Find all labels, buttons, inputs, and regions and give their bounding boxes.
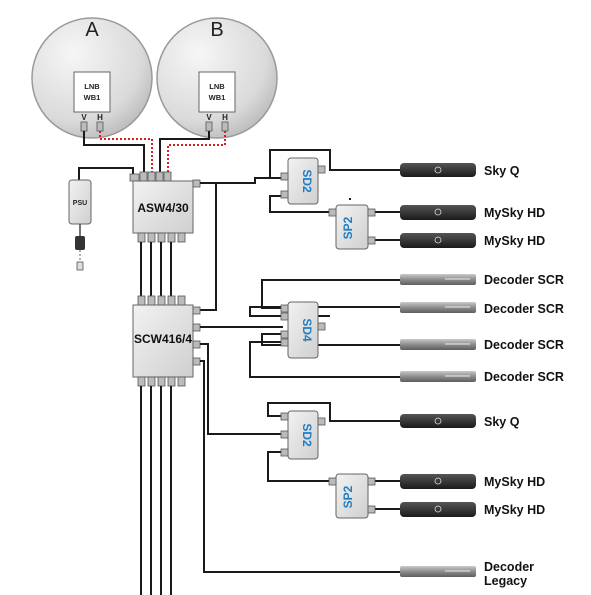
label-skyq-2: Sky Q — [484, 415, 520, 429]
receiver-mysky-4 — [400, 502, 476, 517]
label-mysky-2: MySky HD — [484, 234, 545, 248]
sd4-label: SD4 — [300, 318, 314, 342]
label-scr-1: Decoder SCR — [484, 273, 564, 287]
sd2-bottom-label: SD2 — [300, 423, 314, 447]
receiver-mysky-1 — [400, 205, 476, 220]
psu-label: PSU — [73, 200, 87, 207]
lnb-b-port-h: H — [222, 113, 228, 122]
label-legacy-line1: Decoder — [484, 560, 534, 574]
sd2-top-label: SD2 — [300, 169, 314, 193]
lnb-b-line1: LNB — [209, 82, 225, 91]
label-scr-4: Decoder SCR — [484, 370, 564, 384]
lnb-a: LNB WB1 V H — [73, 71, 111, 132]
label-skyq-1: Sky Q — [484, 164, 520, 178]
scw-multiswitch: SCW416/4 — [132, 295, 201, 387]
lnb-b-line2: WB1 — [209, 93, 226, 102]
lnb-feed-cables — [83, 131, 226, 172]
receiver-mysky-3 — [400, 474, 476, 489]
sd2-bottom-group: SD2 SP2 — [200, 343, 400, 573]
label-mysky-4: MySky HD — [484, 503, 545, 517]
label-scr-3: Decoder SCR — [484, 338, 564, 352]
lnb-b: LNB WB1 V H — [198, 71, 236, 132]
receiver-scr-1 — [400, 274, 476, 285]
lnb-a-line2: WB1 — [84, 93, 101, 102]
dish-b: B LNB WB1 V H — [156, 17, 278, 139]
lnb-a-port-h: H — [97, 113, 103, 122]
label-legacy-line2: Legacy — [484, 574, 527, 588]
trunk-cables — [140, 177, 282, 311]
dish-a-letter: A — [85, 19, 99, 41]
receiver-scr-4 — [400, 371, 476, 382]
label-scr-2: Decoder SCR — [484, 302, 564, 316]
receiver-scr-2 — [400, 302, 476, 313]
asw-multiswitch: ASW4/30 — [129, 171, 201, 243]
dish-b-letter: B — [210, 19, 223, 41]
label-mysky-1: MySky HD — [484, 206, 545, 220]
lnb-a-port-v: V — [81, 113, 87, 122]
dish-a: A LNB WB1 V H — [31, 17, 153, 139]
lnb-a-line1: LNB — [84, 82, 100, 91]
receiver-skyq-2 — [400, 414, 476, 428]
asw-label: ASW4/30 — [137, 201, 189, 215]
receiver-legacy — [400, 566, 476, 577]
label-mysky-3: MySky HD — [484, 475, 545, 489]
scw-label: SCW416/4 — [134, 332, 192, 346]
psu: PSU — [68, 167, 134, 271]
sp2-bottom-label: SP2 — [341, 485, 355, 508]
sd4-group: SD4 — [200, 279, 400, 378]
receiver-skyq-1 — [400, 163, 476, 177]
lnb-b-port-v: V — [206, 113, 212, 122]
sp2-top-label: SP2 — [341, 216, 355, 239]
receiver-mysky-2 — [400, 233, 476, 248]
cascade-cables — [140, 386, 172, 595]
sd2-top-group: SD2 SP2 — [269, 149, 400, 250]
receiver-scr-3 — [400, 339, 476, 350]
